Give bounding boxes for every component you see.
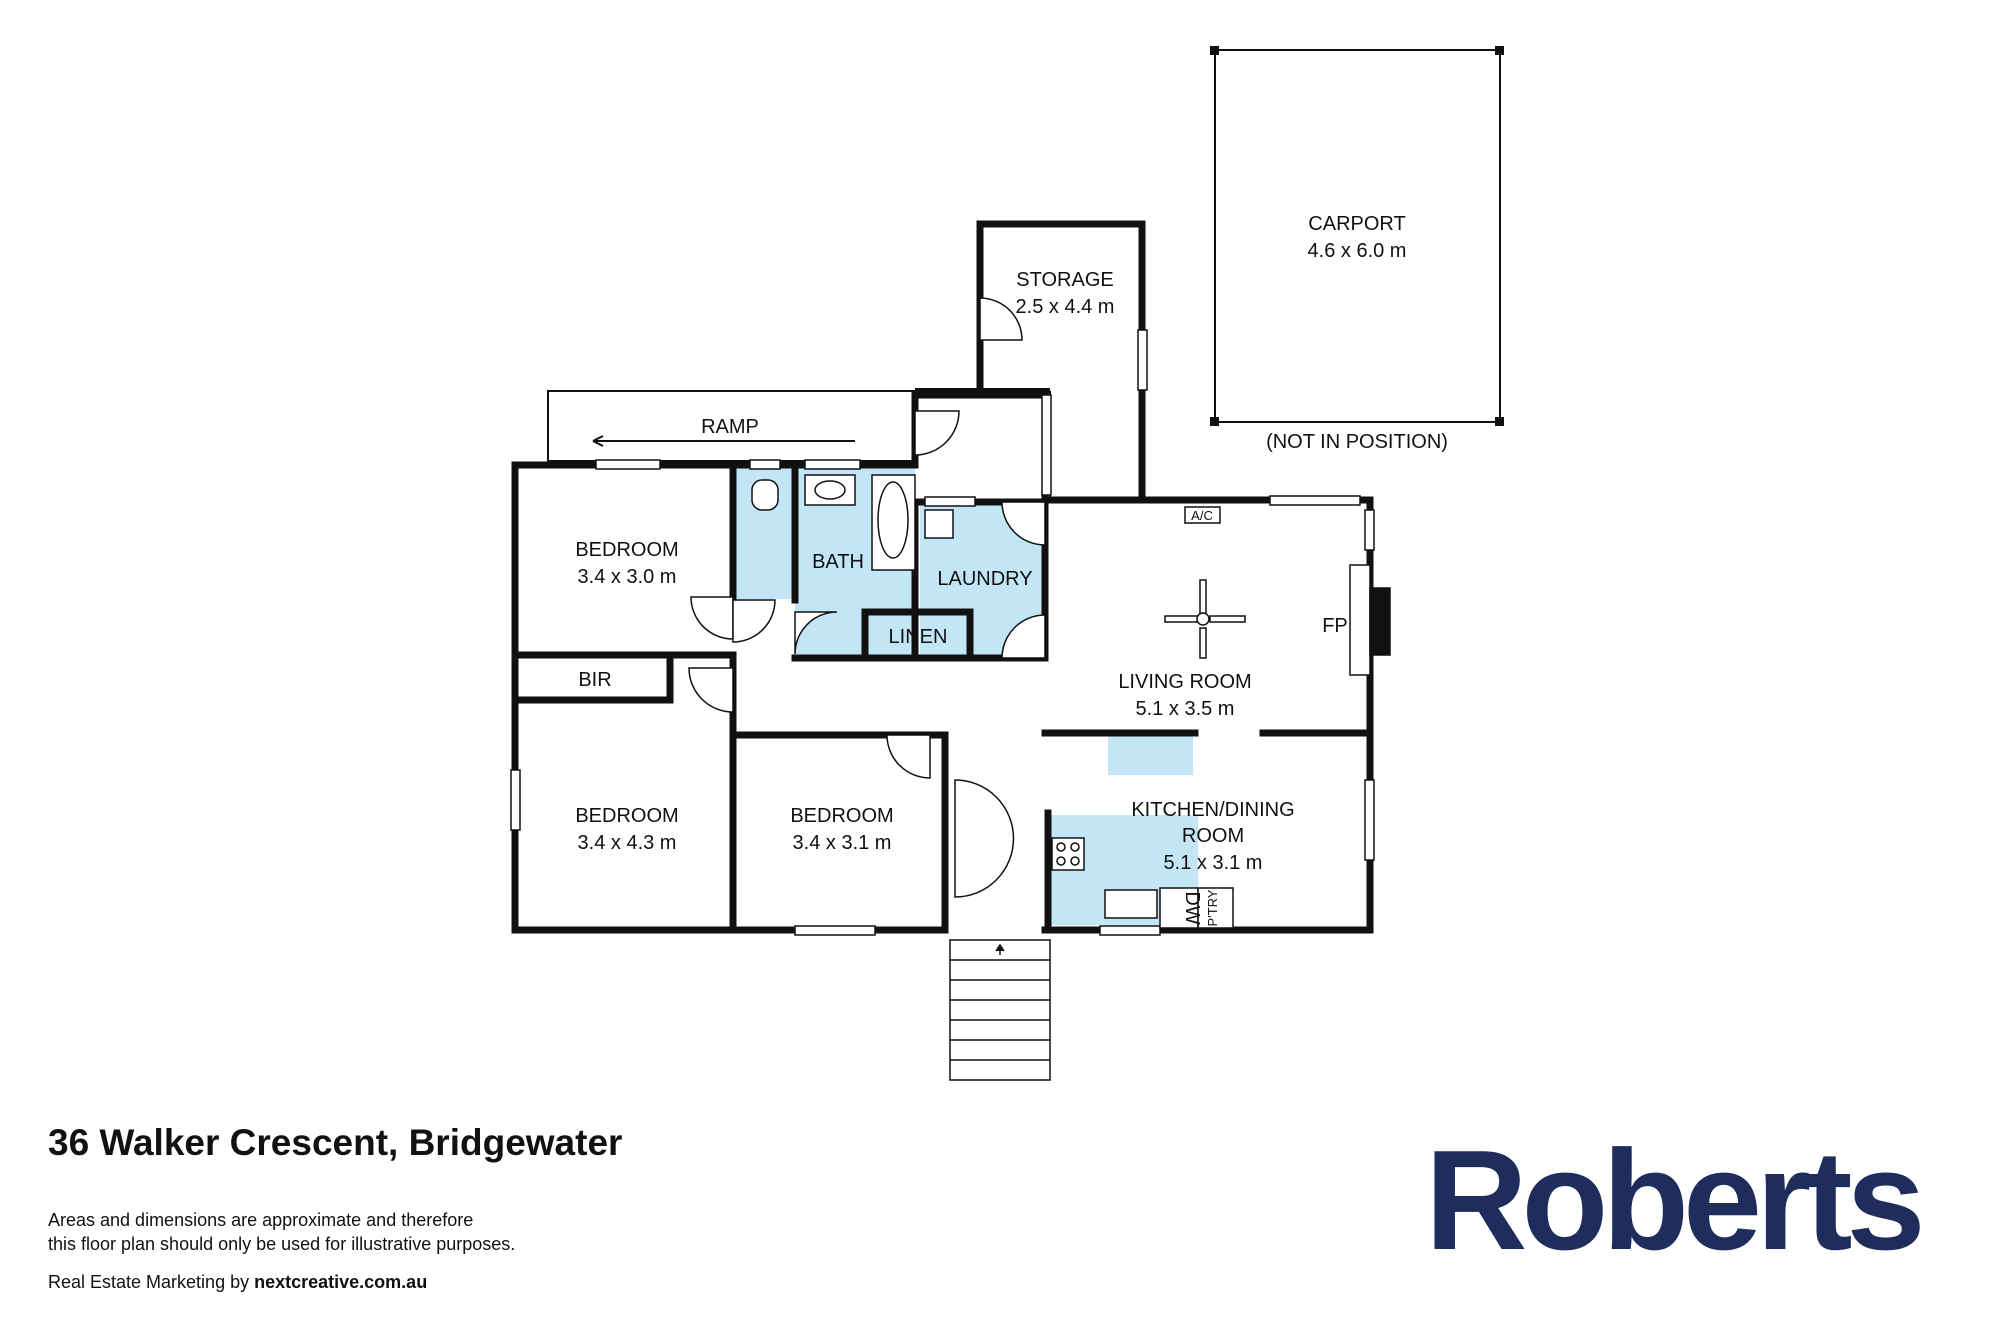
fireplace-chimney bbox=[1369, 587, 1391, 656]
fireplace-label: FP bbox=[1322, 615, 1348, 637]
bedroom2-dims: 3.4 x 4.3 m bbox=[578, 832, 677, 854]
dishwasher-box bbox=[1159, 887, 1199, 929]
ac-label: A/C bbox=[1191, 508, 1213, 523]
roberts-logo: Roberts bbox=[1425, 1121, 1926, 1280]
ramp-name: RAMP bbox=[701, 416, 759, 438]
fixtures bbox=[751, 474, 1391, 929]
kitchen-name-line1: KITCHEN/DINING bbox=[1131, 799, 1294, 821]
storage-name: STORAGE bbox=[1016, 269, 1113, 291]
room-labels: STORAGE 2.5 x 4.4 m CARPORT 4.6 x 6.0 m … bbox=[575, 213, 1448, 926]
kitchen-name-line2: ROOM bbox=[1182, 825, 1244, 847]
living-name: LIVING ROOM bbox=[1118, 671, 1251, 693]
doors bbox=[688, 297, 1046, 898]
carport-dims: 4.6 x 6.0 m bbox=[1308, 240, 1407, 262]
ceiling-fan-icon bbox=[1164, 579, 1246, 659]
laundry-name: LAUNDRY bbox=[937, 568, 1032, 590]
tub-basin-icon bbox=[877, 481, 909, 559]
storage-dims: 2.5 x 4.4 m bbox=[1016, 296, 1115, 318]
kitchen-island bbox=[1108, 735, 1193, 775]
bath-name: BATH bbox=[812, 551, 864, 573]
fireplace-hearth bbox=[1349, 564, 1371, 676]
disclaimer: Areas and dimensions are approximate and… bbox=[48, 1208, 515, 1256]
credit-prefix: Real Estate Marketing by bbox=[48, 1272, 255, 1292]
marketing-credit: Real Estate Marketing by nextcreative.co… bbox=[48, 1272, 427, 1293]
bedroom1-dims: 3.4 x 3.0 m bbox=[578, 566, 677, 588]
bedroom3-name: BEDROOM bbox=[790, 805, 893, 827]
laundry-tub-icon bbox=[924, 509, 954, 539]
bedroom3-dims: 3.4 x 3.1 m bbox=[793, 832, 892, 854]
vanity-icon bbox=[804, 474, 856, 506]
pantry-label: P'TRY bbox=[1205, 889, 1220, 926]
front-stairs bbox=[949, 939, 1051, 1081]
windows bbox=[510, 329, 1375, 936]
sink-icon bbox=[1104, 889, 1158, 919]
bir-name: BIR bbox=[578, 669, 611, 691]
bedroom1-name: BEDROOM bbox=[575, 539, 678, 561]
property-address: 36 Walker Crescent, Bridgewater bbox=[48, 1122, 623, 1163]
stove-icon bbox=[1051, 837, 1085, 871]
disclaimer-line-2: this floor plan should only be used for … bbox=[48, 1234, 516, 1254]
kitchen-dims: 5.1 x 3.1 m bbox=[1164, 852, 1263, 874]
credit-site-link[interactable]: nextcreative.com.au bbox=[254, 1272, 428, 1292]
carport-name: CARPORT bbox=[1308, 213, 1405, 235]
dishwasher-label: DW bbox=[1181, 891, 1203, 924]
disclaimer-line-1: Areas and dimensions are approximate and… bbox=[48, 1210, 474, 1230]
basin-icon bbox=[814, 480, 846, 500]
bedroom2-name: BEDROOM bbox=[575, 805, 678, 827]
carport-note: (NOT IN POSITION) bbox=[1266, 431, 1448, 453]
carport-outline bbox=[1210, 46, 1504, 426]
linen-name: LINEN bbox=[889, 626, 948, 648]
toilet-icon bbox=[751, 479, 779, 511]
pantry-box bbox=[1197, 887, 1234, 929]
living-dims: 5.1 x 3.5 m bbox=[1136, 698, 1235, 720]
ac-unit bbox=[1184, 506, 1221, 524]
